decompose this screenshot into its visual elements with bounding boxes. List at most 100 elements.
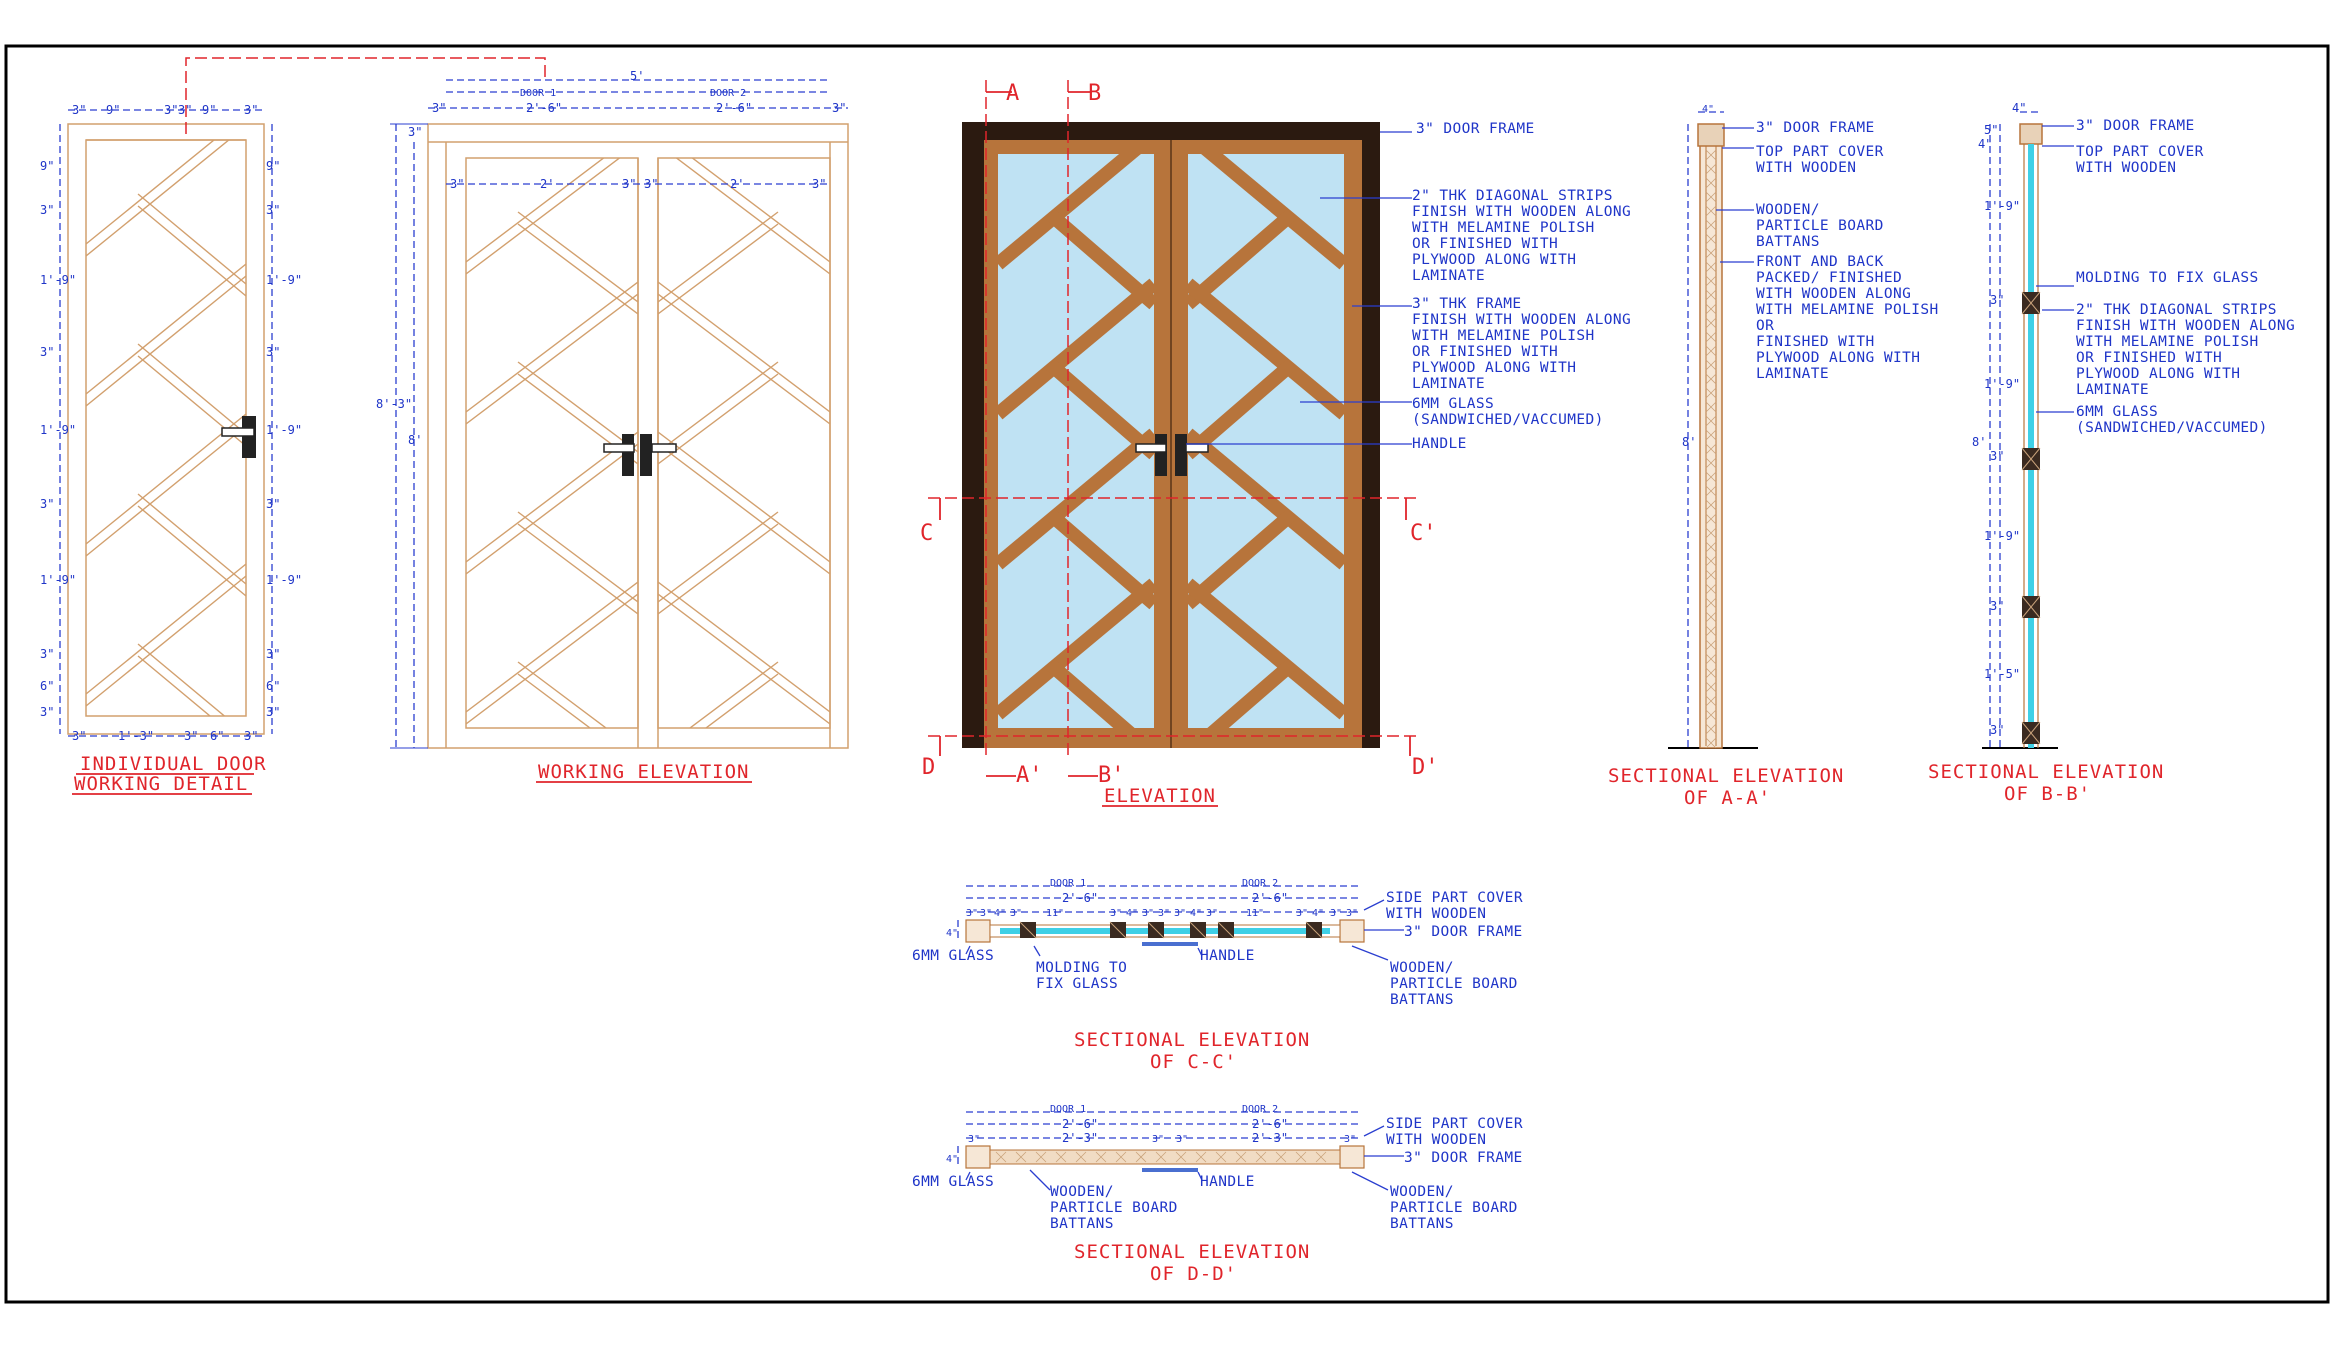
cc-small-dim: 3" [1158, 908, 1170, 919]
ind-top-dim: 9" [202, 103, 216, 117]
sec-bb-title-2: OF B-B' [2004, 783, 2091, 805]
dd-depth: 4" [946, 1154, 958, 1165]
bb-strips-line: LAMINATE [2076, 382, 2149, 398]
aa-top-cover-line: WITH WOODEN [1756, 160, 1856, 176]
bb-strips-line: 2" THK DIAGONAL STRIPS [2076, 302, 2277, 318]
aa-top-cover-line: TOP PART COVER [1756, 144, 1884, 160]
section-cc-view: DOOR 1 DOOR 2 2'-6" 2'-6" 3"3"4"3"11"3"4… [912, 878, 1523, 1073]
working-leaf1: 2'-6" [526, 101, 562, 115]
cc-battans-line: BATTANS [1390, 992, 1454, 1008]
cc-door2: DOOR 2 [1242, 878, 1278, 889]
cc-note-frame: 3" DOOR FRAME [1404, 924, 1523, 940]
cc-depth: 4" [946, 928, 958, 939]
working-top-frame: 3" [408, 125, 422, 139]
ind-right-dim: 1'-9" [266, 573, 302, 587]
ind-top-dim: 9" [106, 103, 120, 117]
elevation-view: A A' B B' C C' D D' 3" DOOR FRAME 2" THK… [920, 80, 1631, 807]
elevation-diagonal-strips [998, 154, 1344, 728]
ind-right-dim: 3" [266, 345, 280, 359]
cc-leaf1: 2'-6" [1062, 891, 1098, 905]
ind-right-dim: 1'-9" [266, 273, 302, 287]
dd-small: 3" [1344, 1134, 1356, 1145]
bb-note-frame: 3" DOOR FRAME [2076, 118, 2195, 134]
aa-battans-line: PARTICLE BOARD [1756, 218, 1884, 234]
bb-strip-blocks [2021, 291, 2041, 745]
bb-dim: 8' [1972, 435, 1986, 449]
cc-small-dims: 3"3"4"3"11"3"4"3"3"3"4"3"11"3"4"3"3" [966, 908, 1358, 919]
bb-dim: 3" [1990, 723, 2004, 737]
dd-battans-right-line: BATTANS [1390, 1216, 1454, 1232]
bb-top-cover-line: TOP PART COVER [2076, 144, 2204, 160]
cc-small-dim: 11" [1246, 908, 1264, 919]
sec-cc-title-1: SECTIONAL ELEVATION [1074, 1029, 1310, 1051]
individual-handle [242, 416, 256, 458]
dd-battans-right-line: PARTICLE BOARD [1390, 1200, 1518, 1216]
bb-dim: 1'-9" [1984, 529, 2020, 543]
aa-front-back-line: WITH WOODEN ALONG [1756, 286, 1911, 302]
dd-small: 3" [1176, 1134, 1188, 1145]
bb-dim: 1'-5" [1984, 667, 2020, 681]
cc-small-dim: 4" [994, 908, 1006, 919]
ind-left-dim: 3" [40, 705, 54, 719]
bb-dim: 4" [2012, 101, 2026, 115]
individual-title-line2: WORKING DETAIL [74, 773, 248, 795]
aa-front-back-line: FRONT AND BACK [1756, 254, 1884, 270]
ind-top-dim: 3" [178, 103, 192, 117]
working-strips [466, 158, 830, 728]
ind-bottom-dim: 3" [72, 729, 86, 743]
dd-leaf1: 2'-6" [1062, 1117, 1098, 1131]
aa-dim-top: 4" [1702, 104, 1714, 115]
dd-door2: DOOR 2 [1242, 1104, 1278, 1115]
elev-note-frame-line: 3" THK FRAME [1412, 296, 1522, 312]
elev-note-frame-line: FINISH WITH WOODEN ALONG [1412, 312, 1631, 328]
cc-small-dim: 3" [980, 908, 992, 919]
cc-note-handle: HANDLE [1200, 948, 1255, 964]
elev-note-strips-line: WITH MELAMINE POLISH [1412, 220, 1595, 236]
working-overall-dim: 5' [630, 69, 644, 83]
dd-battans-mid-line: WOODEN/ [1050, 1184, 1114, 1200]
cc-molding-line: FIX GLASS [1036, 976, 1118, 992]
marker-d: D [922, 755, 935, 780]
aa-front-back-line: LAMINATE [1756, 366, 1829, 382]
cc-small-dim: 3" [1346, 908, 1358, 919]
working-inner-dim: 3" [812, 177, 826, 191]
marker-a-prime: A' [1016, 763, 1043, 788]
dd-side-line: SIDE PART COVER [1386, 1116, 1523, 1132]
bb-top-cover-line: WITH WOODEN [2076, 160, 2176, 176]
cc-small-dim: 3" [966, 908, 978, 919]
working-inner-dim: 3" [644, 177, 658, 191]
working-inner-dim: 3" [450, 177, 464, 191]
ind-right-dim: 9" [266, 159, 280, 173]
individual-door-view: 3" 9" 3" 3" 9" 3" 3" 1'-3" 3" 6" 3" 9"3"… [40, 57, 546, 795]
ind-left-dim: 1'-9" [40, 273, 76, 287]
elev-note-frame-line: WITH MELAMINE POLISH [1412, 328, 1595, 344]
cc-small-dim: 4" [1312, 908, 1324, 919]
cc-small-dim: 11" [1046, 908, 1064, 919]
dd-small: 3" [1152, 1134, 1164, 1145]
ind-top-dim: 3" [244, 103, 258, 117]
cc-small-dim: 3" [1206, 908, 1218, 919]
dd-side-line: WITH WOODEN [1386, 1132, 1486, 1148]
individual-right-dims: 9"3"1'-9"3"1'-9"3"1'-9"3"6"3" [266, 159, 302, 719]
ind-right-dim: 3" [266, 497, 280, 511]
dd-note-handle: HANDLE [1200, 1174, 1255, 1190]
cc-small-dim: 4" [1190, 908, 1202, 919]
ind-bottom-dim: 3" [244, 729, 258, 743]
working-frame-right: 3" [832, 101, 846, 115]
dd-note-glass: 6MM GLASS [912, 1174, 994, 1190]
dd-battans-mid-line: PARTICLE BOARD [1050, 1200, 1178, 1216]
elev-note-strips-line: OR FINISHED WITH [1412, 236, 1558, 252]
aa-dim-height: 8' [1682, 435, 1696, 449]
aa-front-back-line: WITH MELAMINE POLISH [1756, 302, 1939, 318]
